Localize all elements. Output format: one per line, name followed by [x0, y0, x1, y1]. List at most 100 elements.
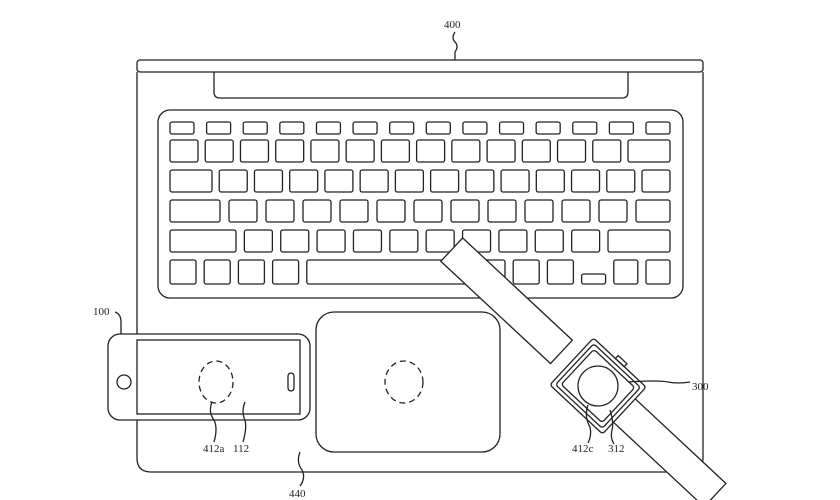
keyboard-key [462, 121, 488, 135]
keyboard-key [572, 121, 598, 135]
keyboard-key [169, 199, 221, 223]
keyboard-key [359, 169, 389, 193]
keyboard-key [380, 139, 411, 163]
keyboard-key [203, 259, 231, 285]
keyboard-well [157, 109, 684, 299]
keyboard-key [534, 229, 564, 253]
keyboard-key [521, 139, 551, 163]
phone [107, 333, 311, 421]
keyboard-key [265, 199, 295, 223]
watch-crown [614, 354, 628, 368]
keyboard-key [627, 139, 671, 163]
keyboard-key [535, 121, 561, 135]
keyboard-key [218, 169, 248, 193]
keyboard-key [243, 229, 274, 253]
phone-charging-coil [198, 360, 234, 404]
keyboard-key [608, 121, 635, 135]
keyboard-key [352, 229, 383, 253]
keyboard-key [641, 169, 671, 193]
phone-screen [136, 339, 301, 415]
label-phone-coil-charger: 412a [203, 443, 225, 455]
keyboard-key [324, 169, 354, 193]
keyboard-key [339, 199, 369, 223]
keyboard-key [345, 139, 375, 163]
keyboard-key [271, 259, 300, 285]
keyboard-key [498, 121, 525, 135]
keyboard [169, 121, 671, 285]
keyboard-key [500, 169, 530, 193]
keyboard-key [512, 259, 540, 285]
keyboard-key [205, 121, 232, 135]
keyboard-key [580, 273, 607, 285]
trackpad [315, 311, 501, 453]
keyboard-key [607, 229, 671, 253]
keyboard-key [204, 139, 234, 163]
keyboard-key [169, 139, 199, 163]
keyboard-key [169, 121, 195, 135]
keyboard-key [394, 169, 425, 193]
label-watch: 300 [692, 381, 709, 393]
label-phone-coil: 112 [233, 443, 249, 455]
keyboard-key [316, 229, 346, 253]
keyboard-key [239, 139, 270, 163]
keyboard-key [498, 229, 528, 253]
watch-charging-coil [577, 365, 619, 407]
keyboard-key [487, 199, 517, 223]
keyboard-key [280, 229, 310, 253]
keyboard-key [169, 229, 237, 253]
label-surface: 440 [289, 488, 306, 500]
keyboard-key [425, 121, 451, 135]
keyboard-key [429, 169, 460, 193]
keyboard-key [289, 169, 319, 193]
keyboard-key [535, 169, 565, 193]
keyboard-key [352, 121, 378, 135]
keyboard-key [413, 199, 443, 223]
keyboard-key [635, 199, 671, 223]
label-phone: 100 [93, 306, 110, 318]
watch-screen [561, 349, 635, 423]
watch-band-lower [609, 395, 727, 500]
keyboard-key [645, 121, 671, 135]
watch-band-upper [439, 236, 574, 365]
keyboard-key [570, 169, 601, 193]
keyboard-key [310, 139, 340, 163]
keyboard-key [524, 199, 554, 223]
keyboard-key [606, 169, 636, 193]
watch [439, 236, 727, 500]
keyboard-key [242, 121, 268, 135]
label-laptop: 400 [444, 19, 461, 31]
keyboard-key [228, 199, 258, 223]
keyboard-key [561, 199, 591, 223]
home-button [116, 374, 132, 390]
keyboard-key [302, 199, 332, 223]
keyboard-key [389, 121, 415, 135]
keyboard-key [275, 139, 305, 163]
keyboard-key [169, 259, 197, 285]
keyboard-key [598, 199, 628, 223]
keyboard-key [237, 259, 266, 285]
phone-body [107, 333, 311, 421]
keyboard-key [486, 139, 516, 163]
keyboard-key [613, 259, 639, 285]
keyboard-key [389, 229, 419, 253]
keyboard-key [315, 121, 342, 135]
laptop-lid-edge [136, 59, 704, 73]
keyboard-key [376, 199, 406, 223]
label-watch-coil: 312 [608, 443, 625, 455]
watch-case-inner [556, 344, 640, 428]
keyboard-key [546, 259, 575, 285]
keyboard-key [592, 139, 622, 163]
keyboard-key [570, 229, 601, 253]
keyboard-key [425, 229, 455, 253]
keyboard-key [450, 199, 480, 223]
keyboard-key [645, 259, 671, 285]
leader-lines [114, 31, 691, 487]
keyboard-key [451, 139, 481, 163]
reference-labels: 400 100 412a 112 440 300 412c 312 [93, 19, 709, 500]
phone-speaker [287, 372, 295, 392]
keyboard-key [253, 169, 284, 193]
keyboard-key [556, 139, 587, 163]
keyboard-key [169, 169, 213, 193]
label-watch-coil-charger: 412c [572, 443, 594, 455]
